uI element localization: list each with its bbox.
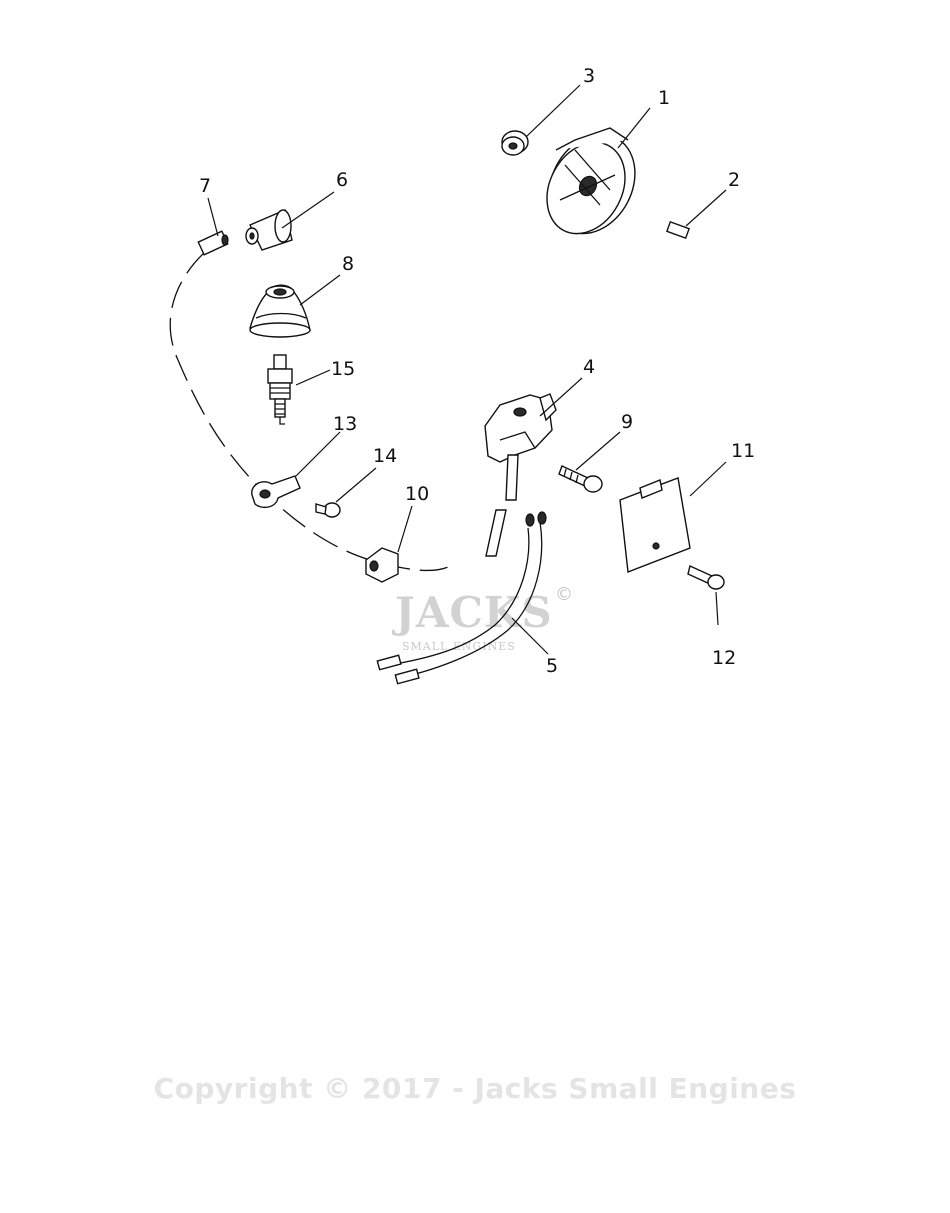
callout-2: 2	[728, 169, 740, 191]
clamp-screw-part	[315, 502, 341, 518]
callout-5: 5	[546, 655, 558, 677]
copyright-notice: Copyright © 2017 - Jacks Small Engines	[153, 1072, 797, 1105]
plate-screw-part	[687, 565, 725, 590]
ignition-coil-part	[484, 393, 557, 557]
coil-bolt-part	[558, 465, 603, 493]
callout-4: 4	[583, 356, 595, 378]
watermark-registered-mark: ©	[555, 584, 573, 605]
watermark-logo: JACKS	[395, 588, 553, 637]
leader-lines	[207, 84, 727, 655]
callout-9: 9	[621, 411, 633, 433]
wire-clamp-part	[251, 475, 301, 509]
grommet-part	[365, 547, 399, 583]
spark-plug-part	[267, 354, 293, 425]
callout-7: 7	[199, 175, 211, 197]
callout-3: 3	[583, 65, 595, 87]
callout-14: 14	[373, 445, 397, 467]
callout-11: 11	[731, 440, 755, 462]
callout-6: 6	[336, 169, 348, 191]
wire-harness-part	[376, 511, 547, 685]
callout-12: 12	[712, 647, 736, 669]
boot-cover-part	[249, 284, 311, 338]
callout-10: 10	[405, 483, 429, 505]
callout-8: 8	[342, 253, 354, 275]
plate-cover-part	[619, 477, 691, 573]
callout-15: 15	[331, 358, 355, 380]
flywheel-part	[546, 127, 636, 235]
ignition-wire-route	[169, 251, 453, 572]
key-part	[665, 220, 691, 240]
flywheel-nut-part	[501, 130, 529, 156]
wire-sleeve-part	[197, 230, 229, 256]
spark-plug-cap-part	[245, 209, 293, 251]
callout-1: 1	[658, 87, 670, 109]
callout-13: 13	[333, 413, 357, 435]
